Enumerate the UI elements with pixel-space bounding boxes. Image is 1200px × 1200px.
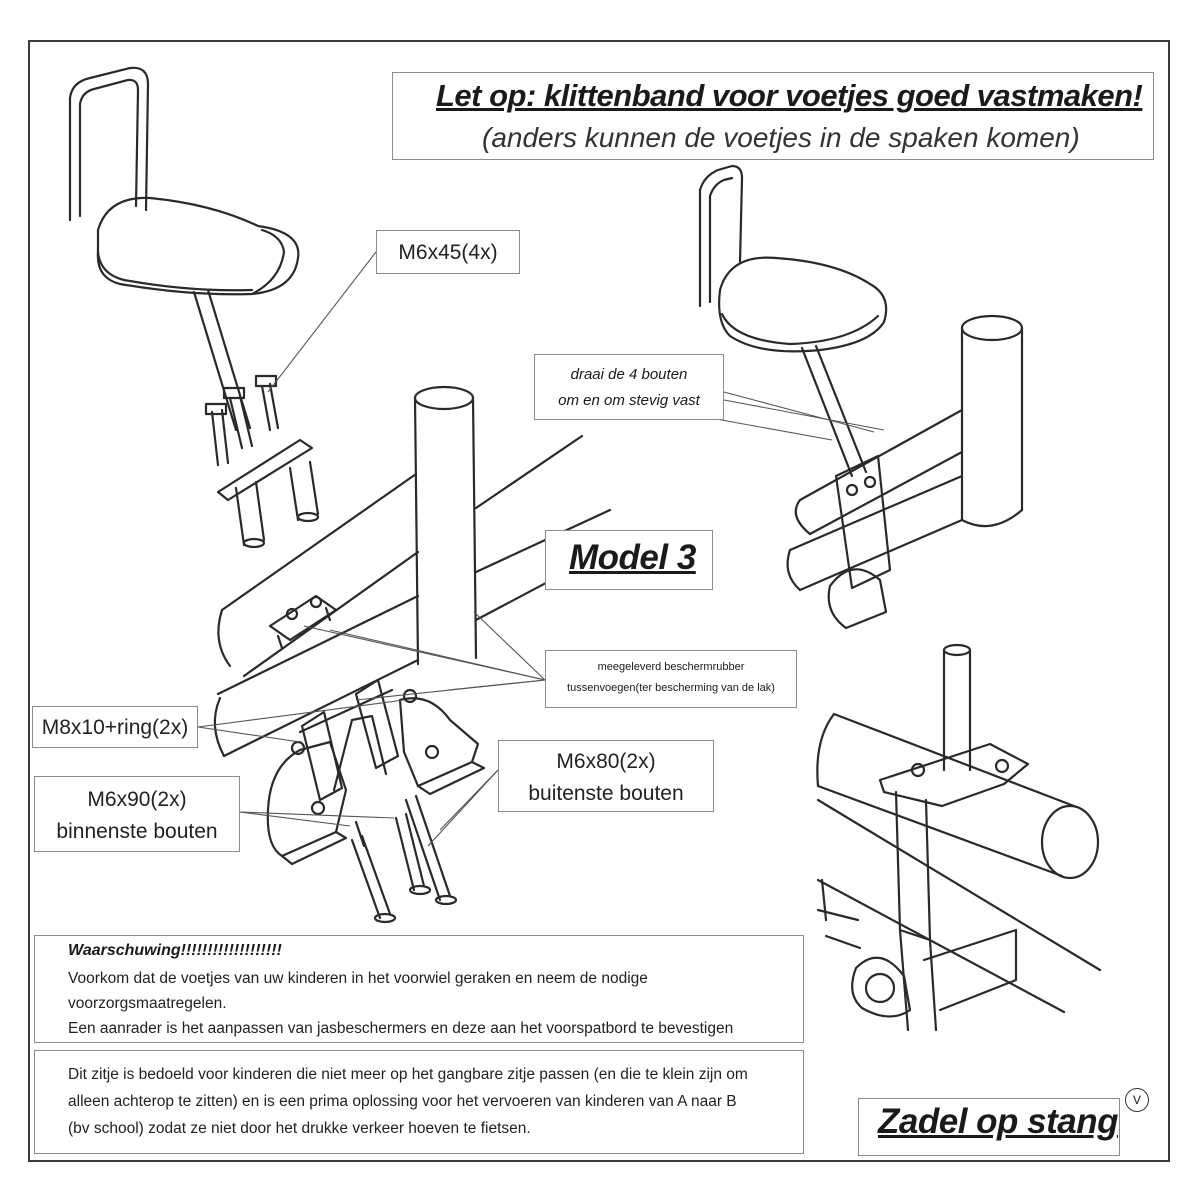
tighten-label-line2: om en om stevig vast [558,392,700,409]
info-line: alleen achterop te zitten) en is een pri… [68,1093,737,1110]
tighten-callout [534,354,724,420]
page-frame [28,40,1170,1162]
warning-line: voorzorgsmaatregelen. [68,995,227,1012]
variant-label: Zadel op stang [878,1102,1118,1141]
model-label-box [545,530,713,590]
rubber-callout [545,650,797,708]
seat-exploded [68,66,320,549]
bike-frame-tubes [213,385,614,758]
ring-bolts-callout [32,706,198,748]
outer-bolts-size: M6x80(2x) [556,750,656,773]
inner-bolts-callout [34,776,240,852]
variant-label-box [858,1098,1120,1156]
notice-subtitle: (anders kunnen de voetjes in de spaken k… [482,122,1080,153]
seat-mounted [698,164,1024,630]
rubber-label-line1: meegeleverd beschermrubber [597,661,745,673]
inner-bolts-size: M6x90(2x) [87,788,187,811]
seat-bolts-callout [376,230,520,274]
notice-box [392,72,1154,160]
outer-bolts-callout [498,740,714,812]
version-mark: V [1125,1088,1149,1112]
info-line: Dit zitje is bedoeld voor kinderen die n… [68,1066,748,1083]
info-line: (bv school) zodat ze niet door het drukk… [68,1120,531,1137]
footrest-assembly [266,678,486,924]
seat-bolts-label: M6x45(4x) [398,241,498,264]
ring-bolts-label: M8x10+ring(2x) [41,716,189,739]
notice-title: Let op: klittenband voor voetjes goed va… [436,78,1143,113]
tighten-label-line1: draai de 4 bouten [570,366,688,383]
rubber-label-line2: tussenvoegen(ter bescherming van de lak) [567,682,775,694]
info-box [34,1050,804,1154]
warning-line: Een aanrader is het aanpassen van jasbes… [68,1020,734,1037]
warning-box [34,935,804,1043]
model-label: Model 3 [569,538,696,577]
warning-line: Voorkom dat de voetjes van uw kinderen i… [68,970,648,987]
warning-title: Waarschuwing!!!!!!!!!!!!!!!!!!! [68,942,282,959]
clamp-closeup [816,643,1102,1032]
inner-bolts-desc: binnenste bouten [56,820,218,843]
outer-bolts-desc: buitenste bouten [528,782,684,805]
